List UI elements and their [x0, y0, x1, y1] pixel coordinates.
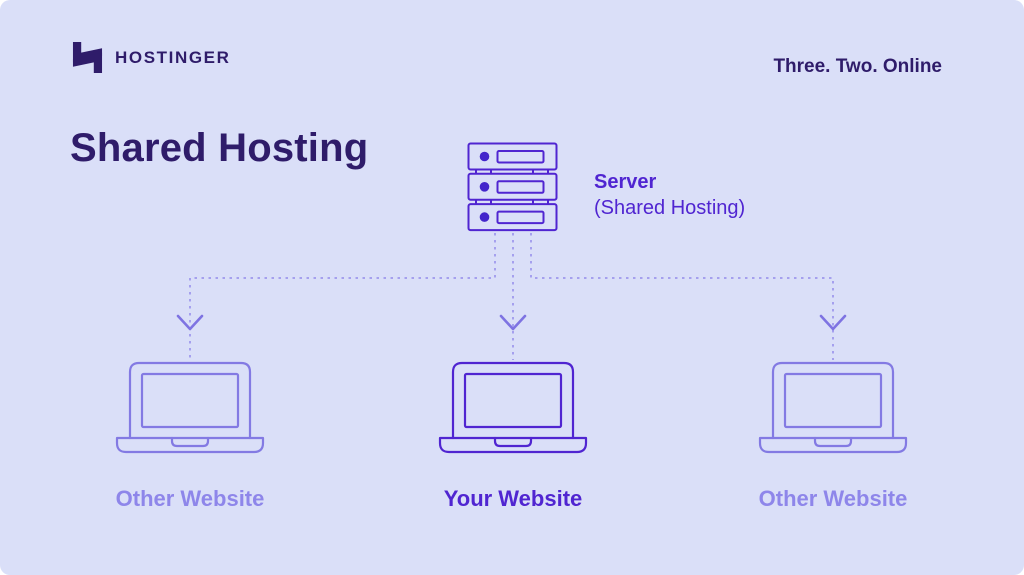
laptop-icon-yours: [438, 361, 588, 454]
node-label-other-right: Other Website: [758, 486, 908, 511]
server-label: Server: [594, 171, 657, 193]
arrowhead-left-icon: [176, 314, 204, 331]
connector-left: [189, 233, 496, 360]
brand-tagline: Three. Two. Online: [773, 56, 942, 77]
server-icon: [467, 142, 558, 232]
brand-logo: HOSTINGER: [71, 42, 230, 73]
laptop-icon-other-left: [115, 361, 265, 454]
arrowhead-center-icon: [499, 314, 527, 331]
brand-name: HOSTINGER: [115, 47, 231, 67]
page-title: Shared Hosting: [70, 126, 369, 170]
server-sublabel: (Shared Hosting): [594, 197, 746, 219]
connector-right: [530, 233, 834, 360]
node-label-other-left: Other Website: [115, 486, 265, 511]
hostinger-h-icon: [72, 42, 103, 73]
arrowhead-right-icon: [819, 314, 847, 331]
node-label-your-website: Your Website: [443, 486, 583, 511]
laptop-icon-other-right: [758, 361, 908, 454]
server-caption: Server (Shared Hosting): [594, 169, 745, 221]
